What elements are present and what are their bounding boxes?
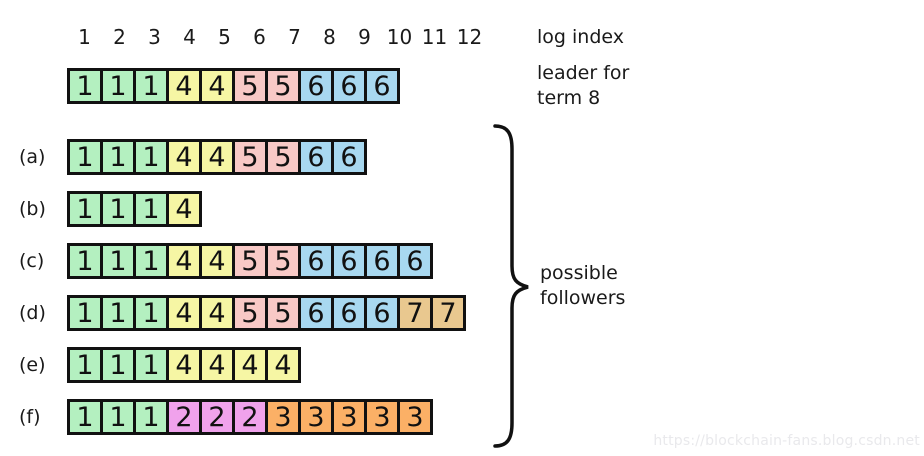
log-entry-cell: 6 xyxy=(331,68,367,104)
log-entry-cell: 3 xyxy=(265,399,301,435)
log-entry-cell: 4 xyxy=(232,347,268,383)
log-entry-cell: 4 xyxy=(199,347,235,383)
log-entry-cell: 1 xyxy=(67,139,103,175)
log-entry-cell: 4 xyxy=(166,139,202,175)
log-entry-cell: 6 xyxy=(397,243,433,279)
log-entry-cell: 2 xyxy=(166,399,202,435)
log-index-number: 2 xyxy=(113,25,126,49)
follower-row-label: (b) xyxy=(19,198,46,220)
log-index-number: 10 xyxy=(386,25,413,49)
log-entry-cell: 4 xyxy=(166,243,202,279)
follower-row-label: (d) xyxy=(19,302,46,324)
log-entry-cell: 5 xyxy=(232,139,268,175)
log-entry-cell: 1 xyxy=(100,243,136,279)
log-entry-cell: 1 xyxy=(133,347,169,383)
log-index-number: 1 xyxy=(78,25,91,49)
log-entry-cell: 1 xyxy=(133,139,169,175)
log-entry-cell: 6 xyxy=(331,295,367,331)
follower-row-label: (f) xyxy=(19,406,41,428)
log-index-number: 5 xyxy=(218,25,231,49)
log-entry-cell: 1 xyxy=(67,191,103,227)
log-entry-cell: 1 xyxy=(67,243,103,279)
log-entry-cell: 4 xyxy=(166,191,202,227)
log-entry-cell: 1 xyxy=(100,399,136,435)
log-entry-cell: 4 xyxy=(166,347,202,383)
log-entry-cell: 6 xyxy=(298,139,334,175)
log-entry-cell: 4 xyxy=(199,243,235,279)
log-entry-cell: 5 xyxy=(265,139,301,175)
log-entry-cell: 7 xyxy=(397,295,433,331)
log-entry-cell: 1 xyxy=(67,68,103,104)
log-index-number: 6 xyxy=(253,25,266,49)
log-entry-cell: 5 xyxy=(232,68,268,104)
log-entry-cell: 1 xyxy=(100,139,136,175)
log-entry-cell: 3 xyxy=(298,399,334,435)
log-index-number: 4 xyxy=(183,25,196,49)
follower-row-label: (c) xyxy=(19,250,45,272)
log-entry-cell: 4 xyxy=(265,347,301,383)
log-entry-cell: 4 xyxy=(199,139,235,175)
log-entry-cell: 5 xyxy=(265,295,301,331)
log-entry-cell: 6 xyxy=(364,295,400,331)
log-entry-cell: 1 xyxy=(133,295,169,331)
log-entry-cell: 6 xyxy=(364,68,400,104)
log-entry-cell: 1 xyxy=(133,243,169,279)
log-entry-cell: 6 xyxy=(298,243,334,279)
log-index-number: 7 xyxy=(288,25,301,49)
log-entry-cell: 4 xyxy=(199,295,235,331)
log-entry-cell: 6 xyxy=(364,243,400,279)
log-entry-cell: 4 xyxy=(166,295,202,331)
log-index-number: 3 xyxy=(148,25,161,49)
log-entry-cell: 3 xyxy=(364,399,400,435)
leader-label: leader for term 8 xyxy=(537,62,630,109)
log-index-number: 9 xyxy=(358,25,371,49)
log-entry-cell: 1 xyxy=(67,295,103,331)
curly-brace xyxy=(493,124,529,448)
log-entry-cell: 3 xyxy=(397,399,433,435)
log-entry-cell: 5 xyxy=(232,243,268,279)
log-entry-cell: 1 xyxy=(133,68,169,104)
log-entry-cell: 1 xyxy=(133,399,169,435)
log-entry-cell: 5 xyxy=(265,68,301,104)
log-entry-cell: 1 xyxy=(100,347,136,383)
log-entry-cell: 1 xyxy=(100,295,136,331)
log-entry-cell: 1 xyxy=(100,191,136,227)
log-entry-cell: 5 xyxy=(265,243,301,279)
watermark: https://blockchain-fans.blog.csdn.net xyxy=(653,433,920,449)
log-entry-cell: 6 xyxy=(298,68,334,104)
log-index-number: 12 xyxy=(456,25,483,49)
follower-row-label: (e) xyxy=(19,354,46,376)
log-entry-cell: 7 xyxy=(430,295,466,331)
follower-row-label: (a) xyxy=(19,146,46,168)
log-entry-cell: 6 xyxy=(298,295,334,331)
log-entry-cell: 2 xyxy=(199,399,235,435)
log-entry-cell: 3 xyxy=(331,399,367,435)
log-entry-cell: 1 xyxy=(100,68,136,104)
log-entry-cell: 1 xyxy=(67,399,103,435)
log-entry-cell: 6 xyxy=(331,243,367,279)
log-index-number: 11 xyxy=(421,25,448,49)
log-entry-cell: 2 xyxy=(232,399,268,435)
log-entry-cell: 4 xyxy=(166,68,202,104)
log-entry-cell: 1 xyxy=(133,191,169,227)
followers-label: possible followers xyxy=(540,262,626,309)
log-entry-cell: 5 xyxy=(232,295,268,331)
log-entry-cell: 4 xyxy=(199,68,235,104)
log-entry-cell: 1 xyxy=(67,347,103,383)
log-entry-cell: 6 xyxy=(331,139,367,175)
log-index-label: log index xyxy=(537,26,624,48)
log-index-number: 8 xyxy=(323,25,336,49)
